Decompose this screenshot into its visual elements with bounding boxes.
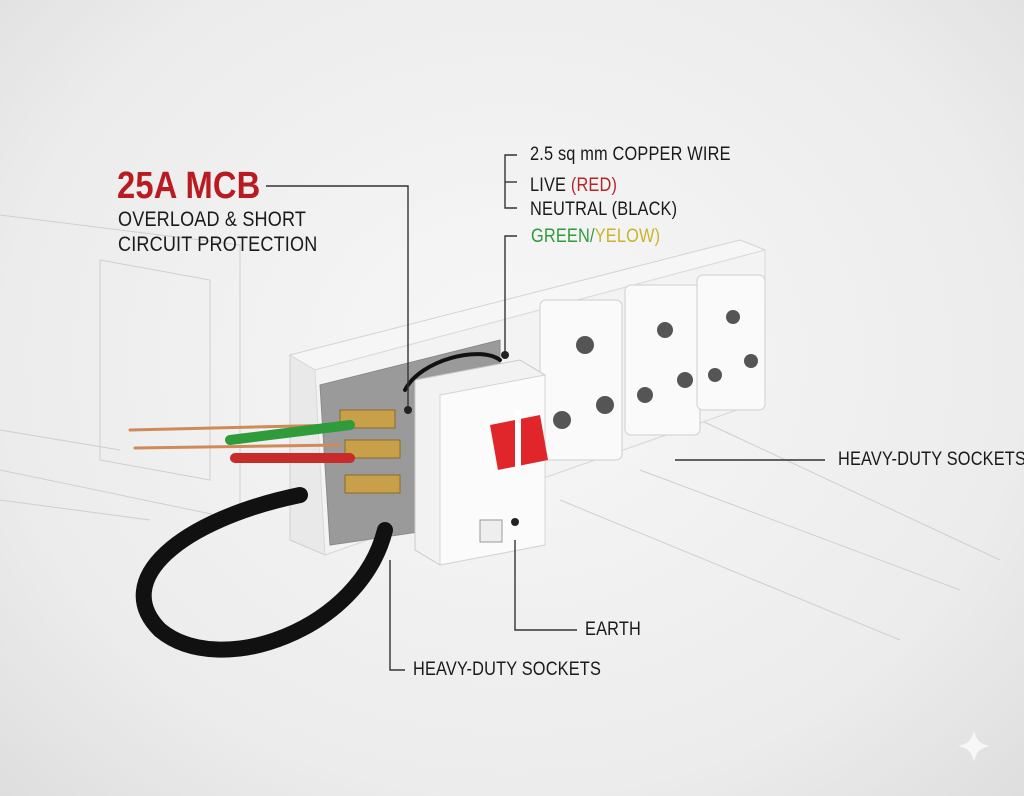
wires [128, 352, 502, 658]
earth-wire-label: GREEN/YELOW) [531, 226, 660, 248]
mcb-subtitle-line2: CIRCUIT PROTECTION [118, 233, 318, 256]
earth-slash: / [589, 226, 595, 247]
live-text: LIVE [530, 175, 571, 196]
leader-lines [266, 154, 825, 671]
mcb-subtitle-line1: OVERLOAD & SHORT [118, 208, 307, 231]
live-color-text: (RED) [570, 175, 618, 196]
sparkle-icon [958, 730, 990, 762]
wire-spec-label: 2.5 sq mm COPPER WIRE [530, 144, 731, 165]
sockets-right-label: HEAVY-DUTY SOCKETS [838, 449, 1024, 470]
live-wire-label: LIVE (RED) [530, 175, 617, 197]
mcb-title: 25A MCB [117, 165, 261, 207]
neutral-wire-label: NEUTRAL (BLACK) [530, 199, 678, 220]
background-sketch [0, 214, 1001, 641]
mcb-breaker [414, 359, 548, 566]
earth-label: EARTH [585, 619, 641, 640]
earth-yellow-text: YELOW) [594, 226, 661, 247]
sockets-bottom-label: HEAVY-DUTY SOCKETS [413, 659, 602, 680]
earth-green-text: GREEN [531, 226, 590, 247]
socket-modules [539, 274, 766, 461]
